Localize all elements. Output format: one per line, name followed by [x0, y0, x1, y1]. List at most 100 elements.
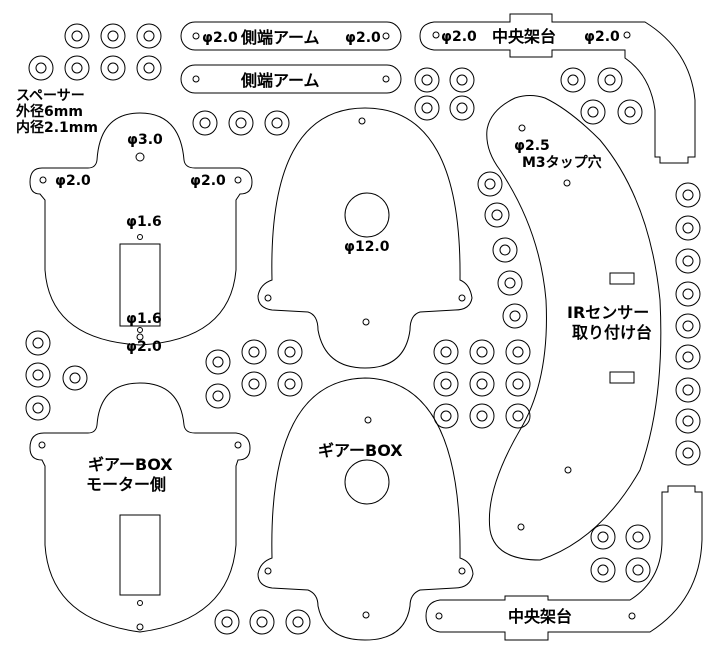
spacer [433, 403, 459, 429]
gearbox-label-2: モーター側 [86, 475, 166, 494]
spacer-outer-ring [580, 99, 606, 125]
spacer-outer-ring [25, 330, 51, 356]
spacer [492, 237, 518, 263]
spacer [580, 99, 606, 125]
spacer-inner-hole [69, 372, 81, 384]
spacer [100, 55, 126, 81]
spacer [25, 362, 51, 388]
spacer-outer-ring [505, 403, 531, 429]
spacer [249, 609, 275, 635]
spacer [28, 55, 54, 81]
spacer [277, 339, 303, 365]
spacer [100, 23, 126, 49]
spacer-inner-hole [221, 616, 233, 628]
spacer [433, 371, 459, 397]
center-hole-right-label: φ2.0 [584, 29, 620, 45]
side-arm-name-1: 側端アーム [240, 28, 320, 47]
spacer-outer-ring [277, 371, 303, 397]
spacer-outer-ring [264, 110, 290, 136]
spacer-outer-ring [492, 237, 518, 263]
spacer-outer-ring [675, 313, 701, 339]
spacer-outer-ring [597, 67, 623, 93]
spacer [505, 371, 531, 397]
spacer-inner-hole [682, 415, 694, 427]
spacer-outer-ring [100, 23, 126, 49]
spacer-inner-hole [107, 62, 119, 74]
spacer [675, 248, 701, 274]
spacer [675, 281, 701, 307]
spacer [136, 55, 162, 81]
spacer [675, 440, 701, 466]
spacer-outer-ring [675, 182, 701, 208]
spacer-group [25, 23, 701, 635]
top-hole-label: φ3.0 [127, 132, 163, 148]
spacer-outer-ring [285, 609, 311, 635]
spacer [597, 67, 623, 93]
spacer-outer-ring [192, 110, 218, 136]
spacer [25, 330, 51, 356]
spacer-inner-hole [248, 346, 260, 358]
spacer [675, 377, 701, 403]
spacer-inner-hole [597, 564, 609, 576]
spacer [505, 339, 531, 365]
spacer-outer-ring [433, 339, 459, 365]
spacer-inner-hole [271, 117, 283, 129]
spacer-inner-hole [682, 384, 694, 396]
spacer-inner-hole [682, 447, 694, 459]
spacer-outer-ring [469, 371, 495, 397]
spacer [497, 270, 523, 296]
spacer [590, 524, 616, 550]
spacer-outer-ring [228, 110, 254, 136]
spacer-inner-hole [476, 378, 488, 390]
spacer-inner-hole [256, 616, 268, 628]
spacer-inner-hole [512, 410, 524, 422]
spacer-outer-ring [469, 403, 495, 429]
ir-sensor-mount: φ2.5 M3タップ穴 IRセンサー 取り付け台 [486, 95, 662, 561]
spacer-outer-ring [617, 99, 643, 125]
spacer [625, 524, 651, 550]
spacer-inner-hole [71, 62, 83, 74]
spacer [590, 557, 616, 583]
center-frame-name-1: 中央架台 [492, 27, 556, 46]
side-arm-hole-right-label: φ2.0 [345, 30, 381, 46]
spacer-inner-hole [440, 410, 452, 422]
spacer-outer-ring [449, 95, 475, 121]
spacer [560, 67, 586, 93]
spacer [505, 403, 531, 429]
spacer-outer-ring [25, 395, 51, 421]
spacer [277, 371, 303, 397]
right-hole-label: φ2.0 [190, 173, 226, 189]
spacer-inner-hole [199, 117, 211, 129]
spacer-outer-ring [560, 67, 586, 93]
wheel-plate: φ12.0 [257, 107, 473, 369]
side-arm-part-1: φ2.0 側端アーム φ2.0 [180, 21, 402, 51]
spacer-inner-hole [421, 102, 433, 114]
spacer-inner-hole [509, 310, 521, 322]
spacer [469, 371, 495, 397]
spacer-inner-hole [143, 30, 155, 42]
spacer [62, 365, 88, 391]
spacer-inner-hole [32, 402, 44, 414]
spacer-outer-ring [136, 23, 162, 49]
spacer [675, 344, 701, 370]
spacer [64, 23, 90, 49]
spacer-inner-hole [456, 102, 468, 114]
spacer-outer-ring [62, 365, 88, 391]
spacer [469, 339, 495, 365]
spacer [469, 403, 495, 429]
spacer [136, 23, 162, 49]
spacer-inner-hole [421, 74, 433, 86]
spacer [675, 215, 701, 241]
spacer [25, 395, 51, 421]
spacer-inner-hole [512, 378, 524, 390]
motor-mount-plate: φ3.0 φ2.0 φ2.0 φ1.6 φ1.6 φ2.0 [29, 112, 253, 355]
spacer-outer-ring [241, 371, 267, 397]
spacer [214, 609, 240, 635]
spacer-outer-ring [675, 248, 701, 274]
spacer-legend: スペーサー 外径6mm 内径2.1mm [16, 88, 98, 136]
spacer-outer-ring [64, 23, 90, 49]
spacer [675, 408, 701, 434]
spacer-outer-ring [469, 339, 495, 365]
spacer-inner-hole [107, 30, 119, 42]
